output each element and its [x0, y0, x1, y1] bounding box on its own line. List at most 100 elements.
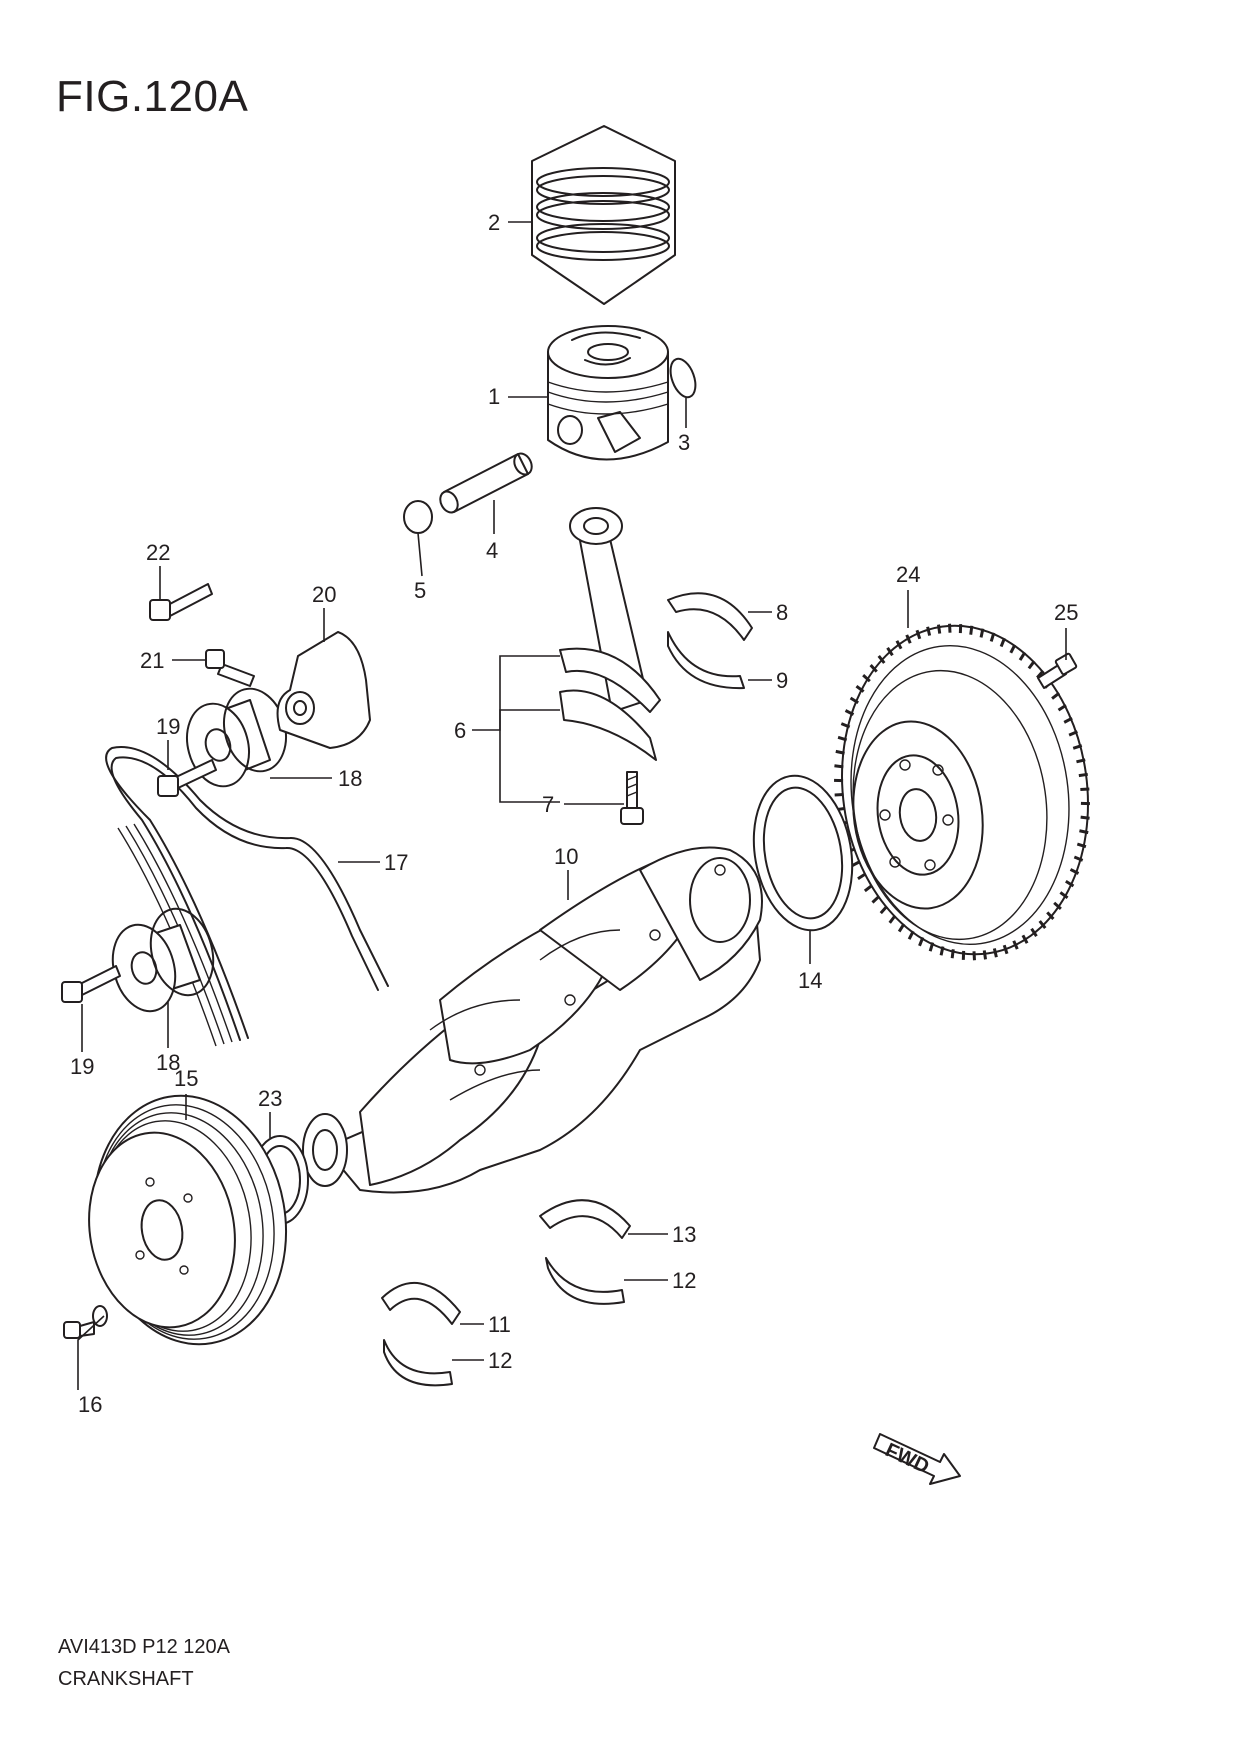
ring-gear-tooth [834, 764, 844, 769]
ring-gear-tooth [886, 646, 894, 657]
callout-24: 24 [896, 562, 920, 587]
connecting-rod-bolt [620, 771, 644, 825]
ring-gear-tooth [1053, 901, 1062, 910]
callout-15: 15 [174, 1066, 198, 1091]
ring-gear-tooth [979, 628, 985, 638]
main-bearing-lower-12b [383, 1339, 453, 1387]
callout-12-lower: 12 [488, 1348, 512, 1373]
ring-gear-tooth [907, 930, 915, 940]
leader-lines [77, 221, 1067, 1390]
callout-14: 14 [798, 968, 822, 993]
ring-gear-tooth [1072, 744, 1083, 750]
ring-gear-tooth [989, 632, 996, 642]
connecting-rod [559, 507, 661, 761]
callout-21: 21 [140, 648, 164, 673]
ring-gear-tooth [1078, 772, 1088, 778]
ring-gear-tooth [895, 640, 903, 650]
callout-19-upper: 19 [156, 714, 180, 739]
ring-gear-tooth [863, 884, 873, 893]
ring-gear-tooth [840, 722, 851, 729]
piston-ring-set [531, 125, 676, 305]
bracket-bolt-short [205, 649, 255, 687]
crankshaft-pulley [88, 1094, 288, 1346]
ring-gear-tooth [1073, 855, 1084, 862]
ring-gear-tooth [1076, 758, 1086, 764]
ring-gear-tooth [862, 674, 871, 683]
ring-gear-tooth [1030, 927, 1038, 938]
drive-belt [105, 746, 389, 1047]
ring-gear-tooth [1038, 920, 1047, 930]
ring-gear-tooth [1051, 691, 1061, 700]
callout-1: 1 [488, 384, 500, 409]
callout-18-upper: 18 [338, 766, 362, 791]
figure-title: FIG.120A [56, 72, 249, 121]
flywheel-bolt [1037, 652, 1078, 689]
ring-gear-tooth [1002, 944, 1009, 955]
figure-code: AVI413D P12 120A [58, 1636, 230, 1658]
callout-6: 6 [454, 718, 466, 743]
ring-gear-tooth [877, 654, 886, 664]
ring-gear-tooth [1068, 730, 1078, 737]
ring-gear-tooth [992, 948, 998, 958]
ring-gear-tooth [982, 950, 988, 960]
ring-gear-tooth [1080, 815, 1090, 820]
ring-gear-tooth [897, 923, 906, 933]
callout-4: 4 [486, 538, 498, 563]
ring-gear-tooth [844, 709, 855, 716]
bracket-bolt-long [149, 583, 213, 621]
ring-gear-tooth [888, 914, 897, 924]
rear-oil-seal [752, 774, 854, 932]
callout-13: 13 [672, 1222, 696, 1247]
ring-gear-tooth [1059, 891, 1069, 900]
callout-23: 23 [258, 1086, 282, 1111]
main-bearing-upper-11 [381, 1282, 461, 1325]
main-bearing-lower-12a [545, 1257, 625, 1305]
ring-gear-tooth [1069, 868, 1080, 875]
ring-gear-tooth [837, 735, 848, 742]
circlip [403, 500, 433, 534]
ring-gear-tooth [915, 629, 922, 640]
callout-25: 25 [1054, 600, 1078, 625]
main-bearing-upper-13 [539, 1199, 631, 1239]
crankshaft-pulley-bolt [63, 1305, 108, 1339]
callout-3: 3 [678, 430, 690, 455]
callout-11: 11 [488, 1312, 511, 1337]
ring-gear-tooth [1065, 879, 1075, 888]
ring-gear-tooth [1009, 644, 1017, 654]
ring-gear-tooth [1018, 651, 1027, 661]
idler-bracket [276, 631, 371, 749]
callout-9: 9 [776, 668, 788, 693]
idler-pulley-bolt-lower [61, 965, 121, 1003]
ring-gear-tooth [928, 942, 935, 952]
ring-gear-tooth [1079, 829, 1089, 835]
callout-10: 10 [554, 844, 578, 869]
callout-5: 5 [414, 578, 426, 603]
callout-7: 7 [542, 792, 554, 817]
ring-gear-tooth [999, 637, 1006, 648]
ring-gear-tooth [939, 946, 945, 956]
fwd-label: FWD [882, 1439, 933, 1478]
piston-pin-circlip [669, 357, 697, 399]
ring-gear-tooth [1076, 842, 1087, 849]
ring-gear-tooth [969, 625, 974, 635]
ring-gear-tooth [1027, 660, 1036, 670]
ring-gear-tooth [1046, 911, 1055, 920]
callout-20: 20 [312, 582, 336, 607]
callout-17: 17 [384, 850, 408, 875]
forward-direction-arrow: FWD [873, 1433, 961, 1485]
ring-gear-tooth [1012, 940, 1019, 950]
ring-gear-tooth [849, 696, 859, 705]
callout-16: 16 [78, 1392, 102, 1417]
callout-2: 2 [488, 210, 500, 235]
ring-gear-tooth [950, 949, 955, 959]
callout-22: 22 [146, 540, 170, 565]
ring-gear-tooth [1063, 716, 1073, 724]
ring-gear-tooth [835, 749, 845, 755]
callout-18-lower: 18 [156, 1050, 180, 1075]
ring-gear-tooth [1057, 703, 1067, 712]
idler-pulley-lower [111, 907, 215, 1013]
ring-gear-tooth [855, 684, 865, 693]
figure-name: CRANKSHAFT [58, 1668, 194, 1690]
rod-bearing-upper [667, 592, 753, 641]
